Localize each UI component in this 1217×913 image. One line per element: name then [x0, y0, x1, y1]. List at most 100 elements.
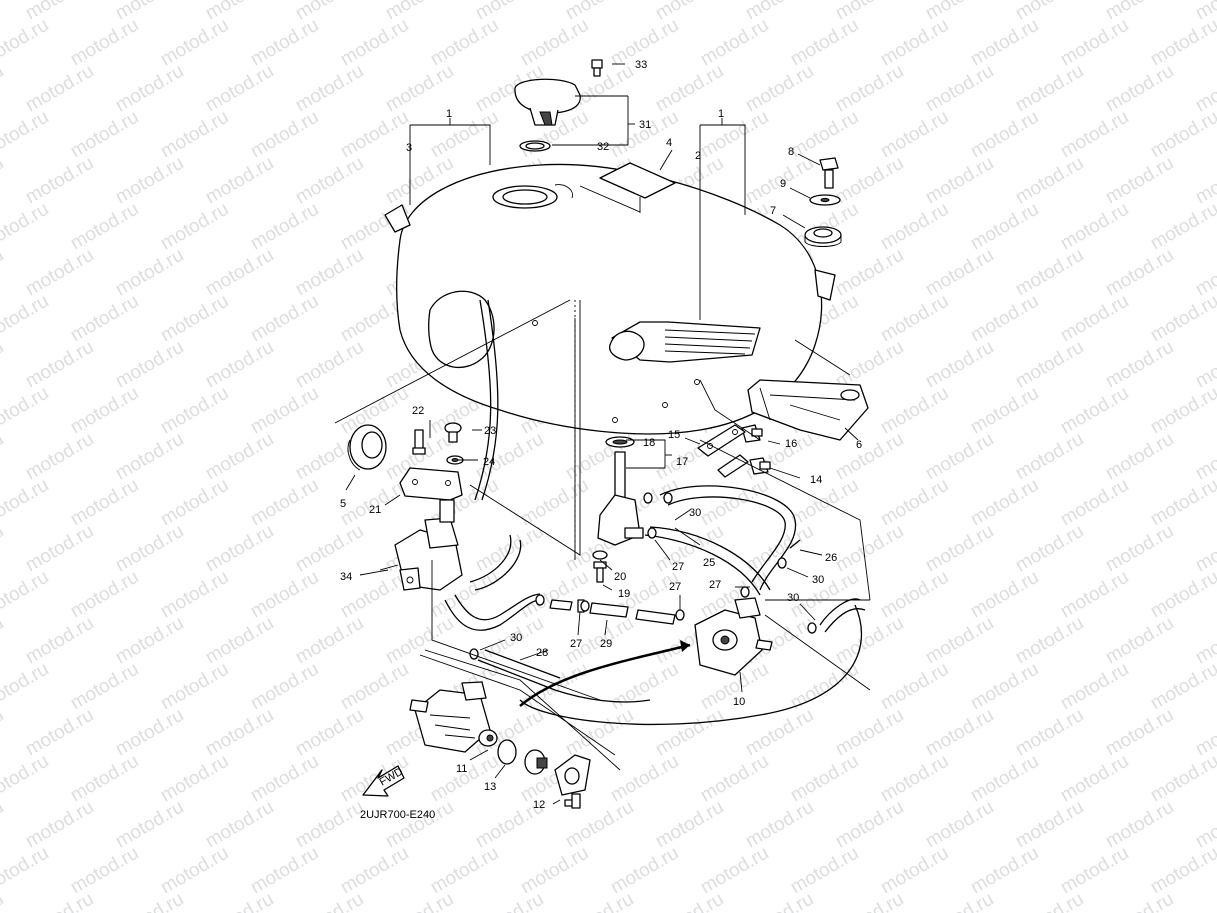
watermark-text: motod.ru: [202, 429, 277, 485]
callout-25: 25: [703, 557, 715, 569]
watermark-text: motod.ru: [0, 705, 7, 761]
watermark-text: motod.ru: [967, 843, 1042, 899]
watermark-text: motod.ru: [0, 843, 52, 899]
watermark-text: motod.ru: [202, 613, 277, 669]
watermark-text: motod.ru: [202, 889, 277, 913]
watermark-text: motod.ru: [922, 429, 997, 485]
watermark-text: motod.ru: [652, 521, 727, 577]
fuel-pump: [694, 597, 773, 676]
watermark-text: motod.ru: [742, 61, 817, 117]
watermark-text: motod.ru: [292, 889, 367, 913]
callout-10: 10: [733, 696, 745, 708]
watermark-text: motod.ru: [382, 797, 457, 853]
pump-bracket: [399, 467, 463, 501]
watermark-text: motod.ru: [292, 797, 367, 853]
watermark-text: motod.ru: [202, 705, 277, 761]
watermark-text: motod.ru: [787, 751, 862, 807]
watermark-text: motod.ru: [22, 429, 97, 485]
watermark-text: motod.ru: [1102, 705, 1177, 761]
watermark-text: motod.ru: [0, 15, 52, 71]
watermark-text: motod.ru: [427, 15, 502, 71]
callout-28: 28: [536, 647, 548, 659]
watermark-text: motod.ru: [607, 843, 682, 899]
callout-27a: 27: [672, 561, 684, 573]
watermark-text: motod.ru: [1147, 15, 1217, 71]
watermark-text: motod.ru: [1147, 567, 1217, 623]
callout-14: 14: [810, 474, 822, 486]
watermark-text: motod.ru: [337, 843, 412, 899]
callout-16: 16: [785, 438, 797, 450]
watermark-text: motod.ru: [1012, 705, 1087, 761]
watermark-text: motod.ru: [0, 475, 52, 531]
watermark-text: motod.ru: [922, 61, 997, 117]
watermark-text: motod.ru: [877, 291, 952, 347]
watermark-text: motod.ru: [247, 567, 322, 623]
pump-valve-cup: [524, 749, 548, 775]
watermark-text: motod.ru: [562, 889, 637, 913]
watermark-text: motod.ru: [157, 291, 232, 347]
watermark-text: motod.ru: [1192, 797, 1217, 853]
watermark-text: motod.ru: [22, 797, 97, 853]
joint-pipes: [549, 599, 676, 625]
watermark-text: motod.ru: [607, 659, 682, 715]
watermark-text: motod.ru: [22, 61, 97, 117]
watermark-text: motod.ru: [67, 659, 142, 715]
watermark-text: motod.ru: [1102, 153, 1177, 209]
watermark-text: motod.ru: [877, 751, 952, 807]
fuel-valve-34: [379, 499, 463, 591]
watermark-text: motod.ru: [1012, 521, 1087, 577]
watermark-text: motod.ru: [652, 889, 727, 913]
watermark-text: motod.ru: [922, 245, 997, 301]
watermark-text: motod.ru: [832, 61, 907, 117]
watermark-text: motod.ru: [1057, 291, 1132, 347]
watermark-text: motod.ru: [1192, 153, 1217, 209]
watermark-text: motod.ru: [742, 797, 817, 853]
watermark-text: motod.ru: [112, 337, 187, 393]
watermark-text: motod.ru: [877, 567, 952, 623]
callout-13: 13: [484, 781, 496, 793]
watermark-text: motod.ru: [67, 475, 142, 531]
watermark-text: motod.ru: [427, 107, 502, 163]
watermark-text: motod.ru: [1102, 337, 1177, 393]
fuel-tank: [384, 163, 836, 435]
watermark-text: motod.ru: [0, 567, 52, 623]
watermark-text: motod.ru: [922, 889, 997, 913]
watermark-text: motod.ru: [1057, 107, 1132, 163]
watermark-text: motod.ru: [832, 245, 907, 301]
watermark-text: motod.ru: [787, 15, 862, 71]
watermark-text: motod.ru: [1147, 383, 1217, 439]
watermark-text: motod.ru: [1012, 613, 1087, 669]
watermark-text: motod.ru: [292, 613, 367, 669]
callout-3: 3: [406, 142, 412, 154]
watermark-text: motod.ru: [382, 613, 457, 669]
watermark-text: motod.ru: [22, 153, 97, 209]
watermark-text: motod.ru: [0, 291, 52, 347]
pump-oring-11: [478, 729, 498, 747]
watermark-text: motod.ru: [112, 429, 187, 485]
watermark-text: motod.ru: [607, 107, 682, 163]
watermark-text: motod.ru: [112, 797, 187, 853]
watermark-text: motod.ru: [0, 613, 7, 669]
watermark-text: motod.ru: [697, 475, 772, 531]
watermark-text: motod.ru: [0, 383, 52, 439]
watermark-text: motod.ru: [112, 153, 187, 209]
callout-18: 18: [643, 437, 655, 449]
callout-30a: 30: [689, 507, 701, 519]
callout-9: 9: [780, 178, 786, 190]
watermark-text: motod.ru: [1192, 61, 1217, 117]
watermark-text: motod.ru: [922, 337, 997, 393]
watermark-text: motod.ru: [877, 15, 952, 71]
watermark-text: motod.ru: [1057, 751, 1132, 807]
watermark-text: motod.ru: [1057, 843, 1132, 899]
watermark-text: motod.ru: [1102, 797, 1177, 853]
cap-screw: [591, 59, 603, 77]
watermark-text: motod.ru: [337, 15, 412, 71]
watermark-text: motod.ru: [517, 843, 592, 899]
watermark-text: motod.ru: [157, 199, 232, 255]
watermark-text: motod.ru: [67, 751, 142, 807]
watermark-text: motod.ru: [292, 521, 367, 577]
watermark-text: motod.ru: [112, 245, 187, 301]
watermark-text: motod.ru: [967, 291, 1042, 347]
watermark-text: motod.ru: [1147, 843, 1217, 899]
